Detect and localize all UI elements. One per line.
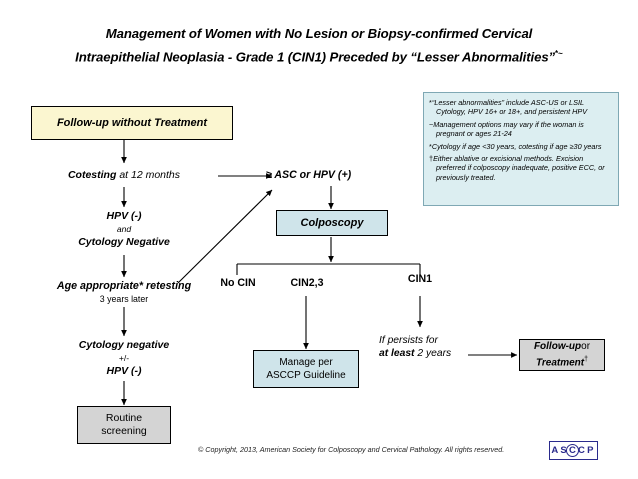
node-hpv-negative-and-cytology-negative: HPV (-) and Cytology Negative (44, 210, 204, 249)
legend-text-0: “Lesser abnormalities” include ASC-US or… (431, 98, 588, 117)
legend-item-0: *“Lesser abnormalities” include ASC-US o… (429, 98, 612, 117)
node-age-appropriate-label: Age appropriate* retesting (56, 280, 192, 292)
node-branch-no-cin-label: No CIN (220, 277, 256, 289)
box-manage-line1: Manage per (279, 357, 333, 368)
node-branch-no-cin: No CIN (202, 277, 274, 290)
legend-marker-2: * (429, 141, 432, 151)
node-branch-cin23-label: CIN2,3 (290, 277, 324, 289)
legend-footnotes: *“Lesser abnormalities” include ASC-US o… (423, 92, 619, 206)
node-cytology-negative-label: Cytology Negative (78, 236, 170, 248)
node-branch-cin23: CIN2,3 (271, 277, 343, 290)
title-line-2: Intraepithelial Neoplasia - Grade 1 (CIN… (75, 49, 556, 65)
legend-text-3: Either ablative or excisional methods. E… (433, 154, 605, 182)
legend-marker-1: ~ (429, 119, 434, 129)
box-colposcopy-label: Colposcopy (300, 216, 364, 229)
node-hpv-negative-label: HPV (-) (106, 210, 142, 222)
page-title: Management of Women with No Lesion or Bi… (18, 24, 620, 67)
logo-letter-a: A (551, 445, 561, 456)
node-if-persists-line2: at least 2 years (379, 347, 475, 360)
box-follow-up-label: Follow-up (533, 341, 582, 353)
box-follow-up-or-treatment-line1: Follow-upor (534, 340, 590, 353)
node-cytology-negative-hpv-negative: Cytology negative +/- HPV (-) (44, 339, 204, 378)
node-branch-cin1: CIN1 (386, 273, 454, 286)
legend-text-2: Cytology if age <30 years, cotesting if … (431, 141, 602, 151)
node-if-persists-rest: 2 years (417, 348, 452, 359)
node-cytology-negative2-label: Cytology negative (78, 339, 170, 351)
node-cotesting: Cotesting at 12 months (44, 169, 204, 182)
copyright-notice: © Copyright, 2013, American Society for … (198, 445, 505, 454)
box-follow-up-without-treatment-label: Follow-up without Treatment (56, 116, 208, 129)
box-manage-line2: ASCCP Guideline (266, 370, 346, 381)
legend-marker-0: * (429, 98, 432, 107)
box-follow-up-or-treatment[interactable]: Follow-upor Treatment† (519, 339, 605, 371)
node-cotesting-rest: at 12 months (119, 169, 181, 181)
box-treatment-label: Treatment (535, 357, 585, 369)
logo-letter-s: S (560, 445, 569, 456)
logo-letter-c2: C (578, 445, 588, 456)
box-treatment-dagger: † (584, 356, 589, 364)
box-manage-per-asccp-guideline[interactable]: Manage per ASCCP Guideline (253, 350, 359, 388)
node-asc-or-hpv-positive: ≥ ASC or HPV (+) (266, 169, 396, 182)
legend-item-2: *Cytology if age <30 years, cotesting if… (429, 142, 612, 151)
title-superscript: *~ (555, 49, 563, 58)
node-if-persists-bold: at least (379, 348, 415, 359)
legend-item-1: ~Management options may vary if the woma… (429, 120, 612, 139)
node-if-persists-line1: If persists for (379, 335, 438, 346)
node-hpv-negative2-label: HPV (-) (106, 365, 142, 377)
box-follow-up-or-treatment-line2: Treatment† (536, 353, 588, 369)
box-routine-screening[interactable]: Routine screening (77, 406, 171, 444)
node-age-appropriate-retesting: Age appropriate* retesting 3 years later (24, 280, 224, 306)
node-and-label: and (116, 224, 132, 234)
box-colposcopy[interactable]: Colposcopy (276, 210, 388, 236)
legend-marker-3: † (429, 154, 434, 164)
node-asc-or-hpv-positive-label: ≥ ASC or HPV (+) (266, 169, 352, 181)
legend-item-3: †Either ablative or excisional methods. … (429, 154, 612, 182)
legend-text-1: Management options may vary if the woman… (433, 119, 584, 139)
logo-letter-p: P (587, 445, 596, 456)
node-cotesting-bold: Cotesting (67, 169, 117, 181)
box-or-label: or (581, 341, 591, 353)
node-if-persists: If persists for at least 2 years (379, 334, 475, 360)
node-age-appropriate-sub: 3 years later (99, 294, 149, 304)
node-branch-cin1-label: CIN1 (407, 273, 433, 285)
node-plus-minus-label: +/- (118, 353, 130, 363)
title-line-1: Management of Women with No Lesion or Bi… (105, 26, 533, 41)
logo-letter-c1: C (566, 444, 580, 457)
box-routine-screening-line1: Routine (105, 412, 143, 424)
box-follow-up-without-treatment[interactable]: Follow-up without Treatment (31, 106, 233, 140)
box-routine-screening-line2: screening (101, 425, 147, 437)
